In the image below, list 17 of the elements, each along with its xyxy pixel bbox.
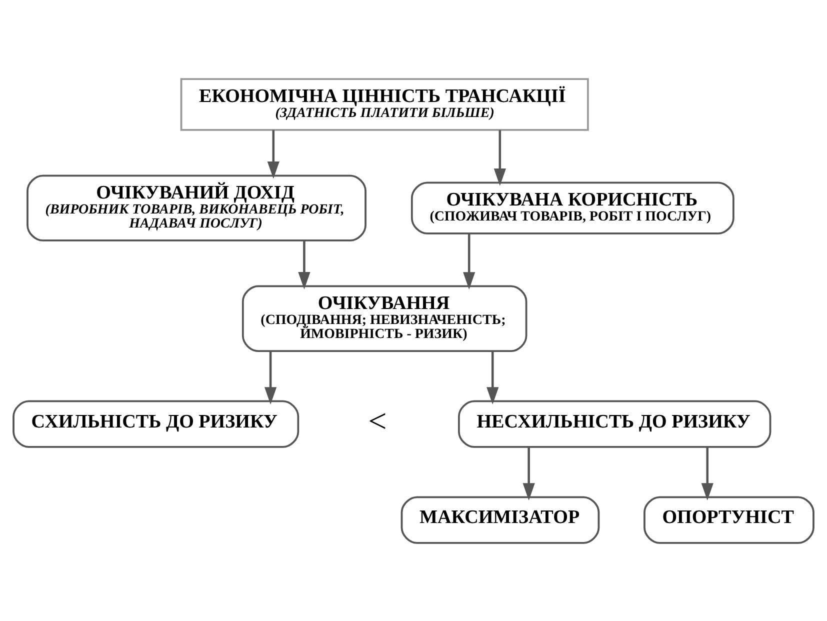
label: < bbox=[368, 404, 387, 440]
arrow bbox=[701, 446, 714, 500]
node-box: ОЧІКУВАНИЙ ДОХІД (ВИРОБНИК ТОВАРІВ, ВИКОНАВЕЦЬ РОБІТ, НАДАВАЧ ПОСЛУГ) bbox=[26, 174, 366, 241]
arrow bbox=[522, 446, 535, 500]
arrow bbox=[463, 233, 476, 289]
node-box: ОПОРТУНІСТ bbox=[644, 496, 814, 544]
arrow bbox=[264, 350, 277, 404]
node-box: ОЧІКУВАННЯ (СПОДІВАННЯ; НЕВИЗНАЧЕНІСТЬ; ЙМОВІРНІСТЬ - РИЗИК) bbox=[242, 284, 528, 352]
node-box: ОЧІКУВАНА КОРИСНІСТЬ (СПОЖИВАЧ ТОВАРІВ, РОБІТ І ПОСЛУГ) bbox=[410, 181, 734, 234]
node-box: НЕСХИЛЬНІСТЬ ДО РИЗИКУ bbox=[458, 400, 772, 448]
arrow bbox=[267, 130, 280, 178]
arrow bbox=[486, 350, 499, 404]
node-box: СХИЛЬНІСТЬ ДО РИЗИКУ bbox=[12, 400, 300, 448]
arrow bbox=[494, 130, 506, 186]
node-box: ЕКОНОМІЧНА ЦІННІСТЬ ТРАНСАКЦІЇ (ЗДАТНІСТЬ ПЛАТИТИ БІЛЬШЕ) bbox=[180, 78, 589, 130]
node-box: МАКСИМІЗАТОР bbox=[400, 496, 600, 544]
arrow bbox=[298, 240, 310, 289]
